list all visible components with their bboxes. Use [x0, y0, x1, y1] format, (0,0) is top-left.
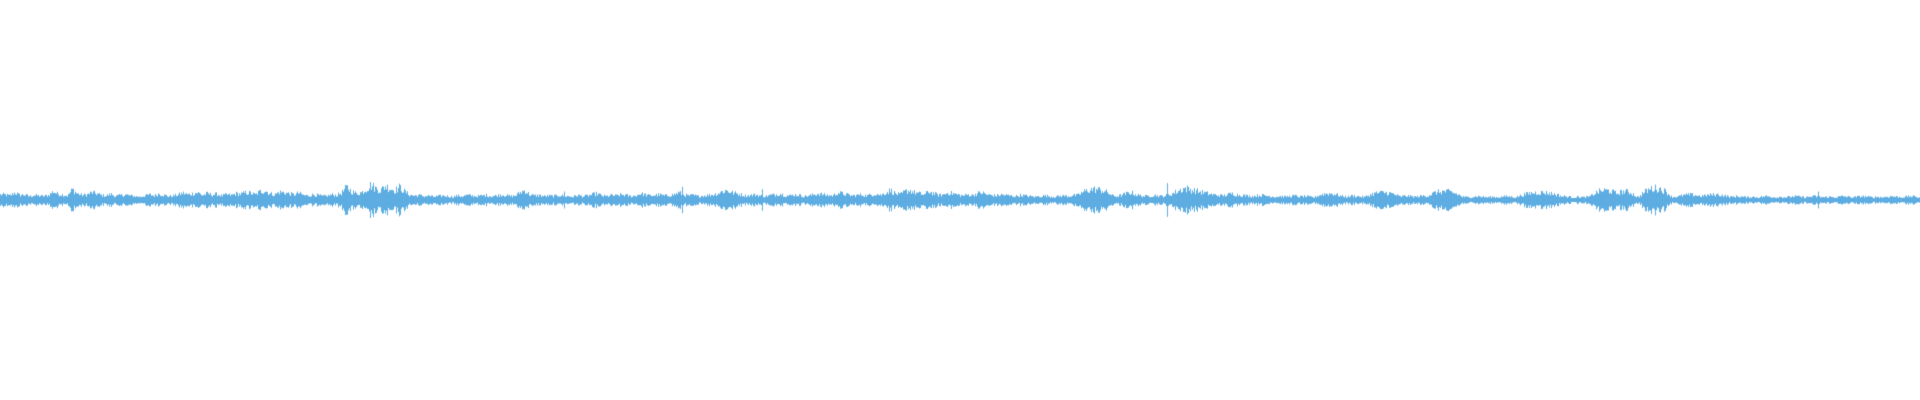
waveform-canvas[interactable] [0, 0, 1920, 400]
audio-waveform-view[interactable] [0, 0, 1920, 400]
